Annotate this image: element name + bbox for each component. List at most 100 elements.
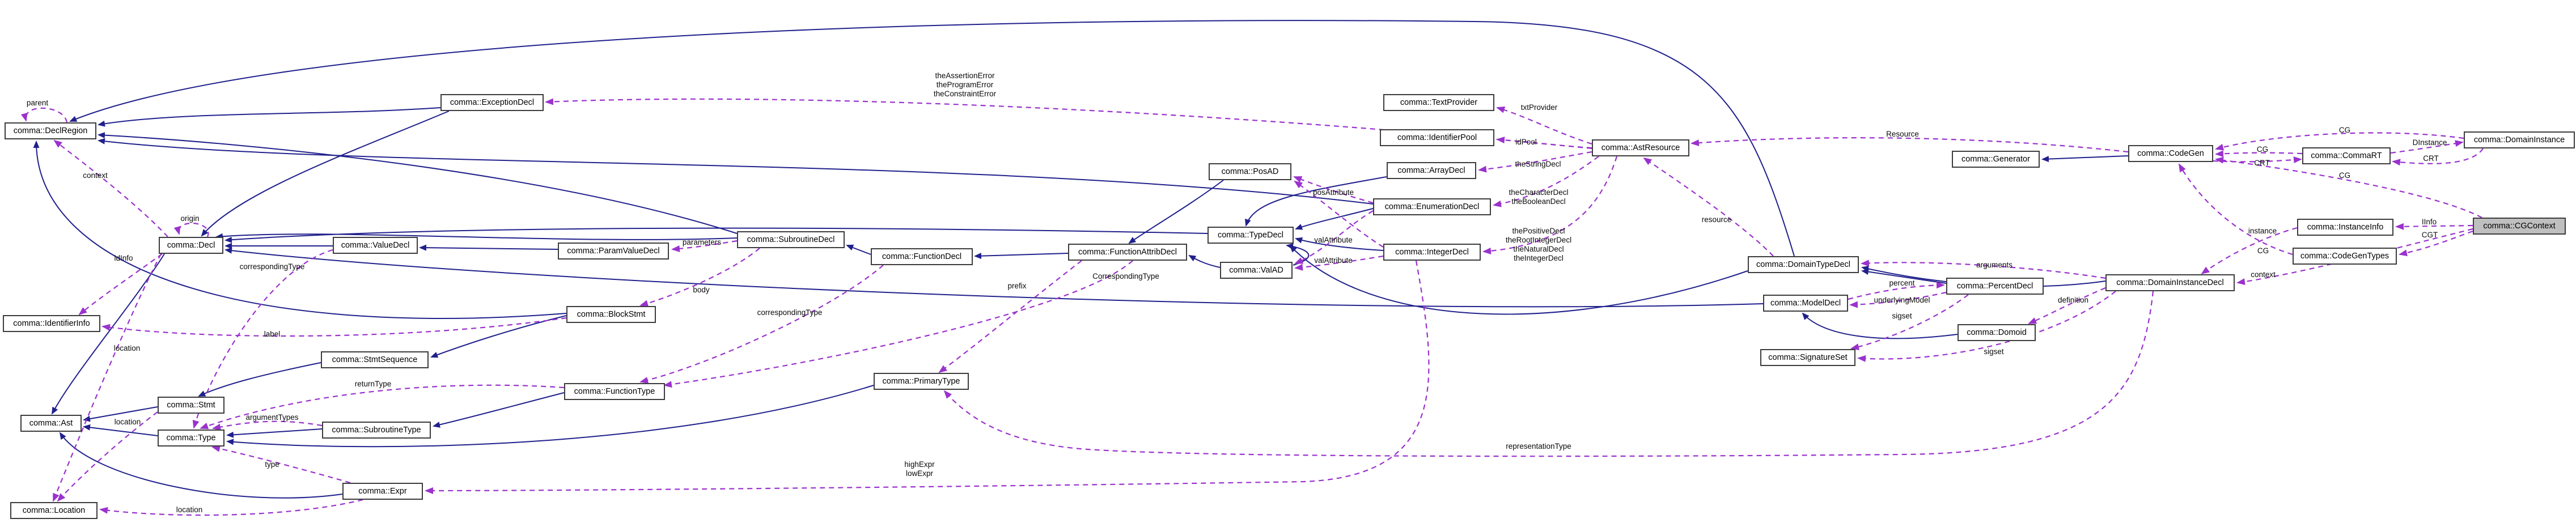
node-functionattribdecl[interactable]: comma::FunctionAttribDecl: [1068, 244, 1187, 261]
edge-decl-idinfo-identifierinfo: [78, 253, 163, 316]
node-stmtsequence[interactable]: comma::StmtSequence: [321, 351, 429, 368]
edge-blockstmt-stmtsequence: [430, 315, 567, 358]
node-codegentypes[interactable]: comma::CodeGenTypes: [2293, 248, 2397, 265]
node-commart[interactable]: comma::CommaRT: [2302, 147, 2391, 164]
node-arraydecl[interactable]: comma::ArrayDecl: [1387, 162, 1476, 179]
edge-codegentypes-cg-codegen: [2179, 163, 2293, 256]
edge-domaininstancedecl-representationtype-primarytype: [943, 291, 2154, 457]
edge-functiontype-returntype-type: [200, 384, 565, 430]
node-type[interactable]: comma::Type: [158, 430, 224, 447]
edge-percentdecl-sigset-signatureset: [1850, 294, 1969, 350]
node-cgcontext[interactable]: comma::CGContext: [2473, 218, 2566, 235]
edge-modeldecl-decl: [224, 247, 1764, 308]
node-integerdecl[interactable]: comma::IntegerDecl: [1383, 244, 1481, 261]
edge-percentdecl-domaintypedecl: [1861, 269, 1947, 284]
edge-subroutinedecl-parameters-paramvaluedecl: [671, 240, 738, 252]
node-enumerationdecl[interactable]: comma::EnumerationDecl: [1373, 198, 1491, 215]
node-textprovider[interactable]: comma::TextProvider: [1383, 94, 1494, 111]
edge-instanceinfo-instance-domaininstancedecl: [2201, 227, 2298, 275]
edge-expr-ast: [59, 432, 343, 499]
edge-valad-functionattribdecl: [1188, 255, 1221, 268]
edge-expr-location-location: [99, 499, 363, 516]
node-subroutinedecl[interactable]: comma::SubroutineDecl: [737, 231, 845, 248]
edge-enumerationdecl-posattribute-posad: [1293, 176, 1374, 204]
edge-subroutinetype-argumenttypes-type: [212, 420, 323, 431]
edge-codegen-crt-commart: [2213, 156, 2302, 164]
node-modeldecl[interactable]: comma::ModelDecl: [1763, 295, 1848, 312]
node-domaininstance[interactable]: comma::DomainInstance: [2464, 131, 2575, 148]
node-blockstmt[interactable]: comma::BlockStmt: [566, 306, 656, 323]
edge-commart-dinstance-domaininstance: [2390, 140, 2464, 154]
edge-subroutinedecl-body-blockstmt: [639, 248, 760, 307]
node-subroutinetype[interactable]: comma::SubroutineType: [322, 422, 431, 439]
edge-exceptiondecl-decl: [201, 110, 450, 237]
edge-functionattribdecl-correspondingtype-functiontype: [663, 260, 1133, 388]
edge-cgcontext-cgt-codegentypes: [2399, 230, 2473, 257]
edge-integerdecl-valattribute-valad: [1294, 255, 1384, 271]
node-functiondecl[interactable]: comma::FunctionDecl: [871, 248, 973, 265]
node-valad[interactable]: comma::ValAD: [1220, 262, 1293, 279]
node-identifierinfo[interactable]: comma::IdentifierInfo: [3, 315, 100, 332]
edge-domaintypedecl-typedecl: [1289, 245, 1748, 315]
edge-integerdecl-typedecl: [1295, 237, 1384, 251]
edge-codegen-generator: [2041, 155, 2129, 163]
edge-blockstmt-label-identifierinfo: [101, 317, 567, 337]
edge-domaininstancedecl-arguments-domaintypedecl: [1861, 260, 2106, 279]
node-functiontype[interactable]: comma::FunctionType: [564, 383, 665, 400]
node-percentdecl[interactable]: comma::PercentDecl: [1946, 278, 2044, 295]
node-domoid[interactable]: comma::Domoid: [1958, 324, 2036, 341]
edge-enumerationdecl-valattribute-valad: [1294, 210, 1374, 265]
node-declregion[interactable]: comma::DeclRegion: [5, 122, 96, 139]
node-codegen[interactable]: comma::CodeGen: [2128, 145, 2213, 162]
edge-exceptiondecl-declregion: [98, 107, 441, 127]
edge-parent-selfloop: [20, 107, 68, 123]
edge-functionattribdecl-prefix-primarytype: [938, 260, 1082, 373]
edge-domaininstancedecl-sigset-signatureset: [1857, 291, 2116, 362]
node-domaintypedecl[interactable]: comma::DomainTypeDecl: [1748, 256, 1859, 273]
edge-blockstmt-declregion: [33, 141, 567, 319]
edge-integerdecl-highlowexpr-expr: [425, 260, 1430, 494]
node-identifierpool[interactable]: comma::IdentifierPool: [1380, 129, 1494, 146]
edge-domaininstance-cg-codegen: [2215, 132, 2464, 151]
edge-origin-selfloop: [173, 222, 209, 237]
edge-cgcontext-cg-codegen: [2215, 156, 2482, 218]
node-generator[interactable]: comma::Generator: [1952, 151, 2040, 168]
edge-stmtsequence-stmt: [198, 362, 321, 397]
edge-functionattribdecl-functiondecl: [974, 253, 1069, 260]
node-expr[interactable]: comma::Expr: [342, 483, 423, 500]
node-astresource[interactable]: comma::AstResource: [1592, 139, 1689, 156]
edge-decl-location-location: [52, 253, 162, 502]
edge-astresource-stringdecl-arraydecl: [1478, 151, 1592, 173]
edge-functiontype-subroutinetype: [433, 392, 565, 428]
edge-domaininstance-crt-commart: [2392, 148, 2484, 166]
edge-domaintypedecl-resource-astresource: [1643, 157, 1774, 257]
node-ast[interactable]: comma::Ast: [20, 415, 82, 432]
node-primarytype[interactable]: comma::PrimaryType: [874, 373, 969, 390]
node-signatureset[interactable]: comma::SignatureSet: [1760, 349, 1855, 366]
node-stmt[interactable]: comma::Stmt: [158, 397, 224, 414]
edge-typedecl-decl: [224, 227, 1208, 243]
edge-percentdecl-underlyingmodel-modeldecl: [1849, 291, 1947, 308]
edge-stmt-ast: [83, 406, 158, 422]
node-domaininstancedecl[interactable]: comma::DomainInstanceDecl: [2105, 274, 2235, 291]
node-instanceinfo[interactable]: comma::InstanceInfo: [2297, 219, 2393, 236]
node-location[interactable]: comma::Location: [10, 502, 98, 519]
edge-paramvaluedecl-valuedecl: [419, 244, 558, 251]
edge-modeldecl-percent-percentdecl: [1848, 282, 1945, 300]
node-posad[interactable]: comma::PosAD: [1209, 163, 1291, 180]
node-valuedecl[interactable]: comma::ValueDecl: [333, 237, 418, 254]
edge-astresource-txtprovider-textprovider: [1496, 107, 1592, 145]
edge-subroutinetype-type: [226, 428, 323, 438]
node-exceptiondecl[interactable]: comma::ExceptionDecl: [440, 94, 544, 111]
edge-stmt-location-location: [57, 411, 158, 502]
node-decl[interactable]: comma::Decl: [159, 237, 223, 254]
edge-astresource-integerdecls-integerdecl: [1482, 156, 1618, 254]
node-paramvaluedecl[interactable]: comma::ParamValueDecl: [558, 243, 669, 260]
edge-decl-ast: [52, 253, 165, 415]
node-typedecl[interactable]: comma::TypeDecl: [1208, 227, 1294, 244]
edge-domoid-modeldecl: [1802, 312, 1958, 339]
edge-expr-type-type: [211, 445, 351, 484]
edge-subroutinedecl-decl: [215, 233, 738, 240]
